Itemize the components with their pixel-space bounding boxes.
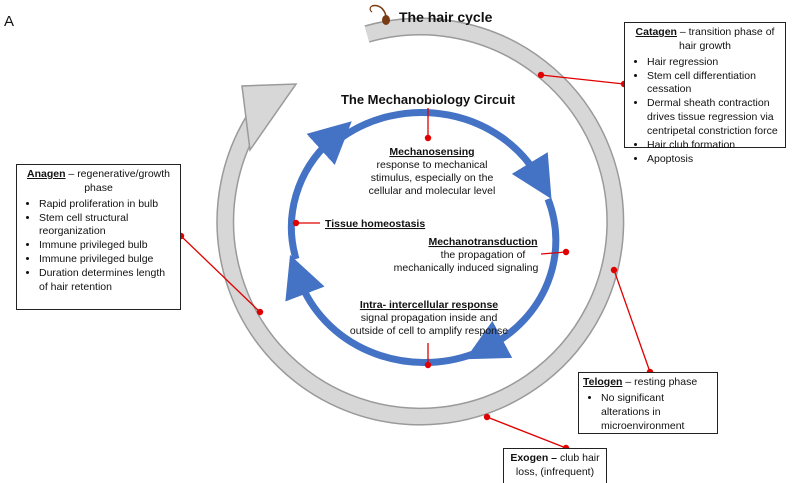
- telogen-heading: Telogen – resting phase: [583, 376, 713, 390]
- mechanosensing-line: stimulus, especially on the: [371, 172, 494, 184]
- telogen-list: No significant alterations in microenvir…: [583, 392, 713, 434]
- outer-hair-cycle-ring: [216, 17, 625, 426]
- catagen-name: Catagen: [635, 26, 677, 38]
- anagen-box: Anagen – regenerative/growth phase Rapid…: [16, 164, 181, 310]
- catagen-list: Hair regression Stem cell differentiatio…: [629, 56, 781, 167]
- circuit-arrow-left: [287, 121, 352, 260]
- circuit-arrow-bottom: [285, 254, 475, 366]
- catagen-heading: Catagen – transition phase of hair growt…: [629, 26, 781, 54]
- exogen-text: Exogen – club hair loss, (infrequent): [508, 452, 602, 480]
- anagen-desc: – regenerative/growth phase: [65, 168, 170, 194]
- telogen-name: Telogen: [583, 376, 623, 388]
- circuit-arrow-right: [465, 197, 560, 360]
- intra-intercellular-title: Intra- intercellular response: [360, 299, 498, 311]
- connector-lines: [180, 74, 651, 449]
- anagen-heading: Anagen – regenerative/growth phase: [21, 168, 176, 196]
- mechanosensing-line: cellular and molecular level: [369, 185, 496, 197]
- panel-label: A: [4, 13, 14, 30]
- list-item: Stem cell structural reorganization: [39, 212, 176, 240]
- catagen-desc: – transition phase of hair growth: [676, 26, 775, 52]
- list-item: Immune privileged bulb: [39, 239, 176, 253]
- list-item: Apoptosis: [647, 153, 781, 167]
- mechanosensing-line: response to mechanical: [377, 159, 488, 171]
- outer-ring-arrowhead: [241, 83, 298, 153]
- hair-cycle-title: The hair cycle: [399, 9, 493, 25]
- mechanosensing-title: Mechanosensing: [389, 146, 474, 158]
- mechanotransduction-title: Mechanotransduction: [428, 236, 537, 248]
- circuit-arrow-top: [338, 109, 552, 199]
- tissue-homeostasis-label: Tissue homeostasis: [325, 218, 425, 230]
- catagen-box: Catagen – transition phase of hair growt…: [624, 22, 786, 165]
- list-item: Immune privileged bulge: [39, 253, 176, 267]
- telogen-box: Telogen – resting phase No significant a…: [578, 372, 718, 434]
- mechanotransduction-line: the propagation of: [441, 249, 526, 261]
- list-item: Stem cell differentiation cessation: [647, 70, 781, 98]
- circuit-title: The Mechanobiology Circuit: [341, 92, 516, 107]
- list-item: No significant alterations in microenvir…: [601, 392, 713, 434]
- exogen-name: Exogen –: [510, 452, 558, 464]
- intra-intercellular-line: signal propagation inside and: [361, 312, 498, 324]
- exogen-box: Exogen – club hair loss, (infrequent): [503, 448, 607, 483]
- intra-intercellular-line: outside of cell to amplify response: [350, 325, 508, 337]
- anagen-name: Anagen: [27, 168, 66, 180]
- list-item: Dermal sheath contraction drives tissue …: [647, 97, 781, 139]
- list-item: Hair club formation: [647, 139, 781, 153]
- list-item: Hair regression: [647, 56, 781, 70]
- anagen-list: Rapid proliferation in bulb Stem cell st…: [21, 198, 176, 295]
- mechanotransduction-line: mechanically induced signaling: [394, 262, 539, 274]
- mechanobiology-circuit-arrows: [285, 109, 560, 366]
- telogen-desc: – resting phase: [622, 376, 698, 388]
- exogen-desc: club hair loss, (infrequent): [515, 452, 600, 478]
- list-item: Rapid proliferation in bulb: [39, 198, 176, 212]
- list-item: Duration determines length of hair reten…: [39, 267, 176, 295]
- hair-follicle-icon: [369, 4, 390, 25]
